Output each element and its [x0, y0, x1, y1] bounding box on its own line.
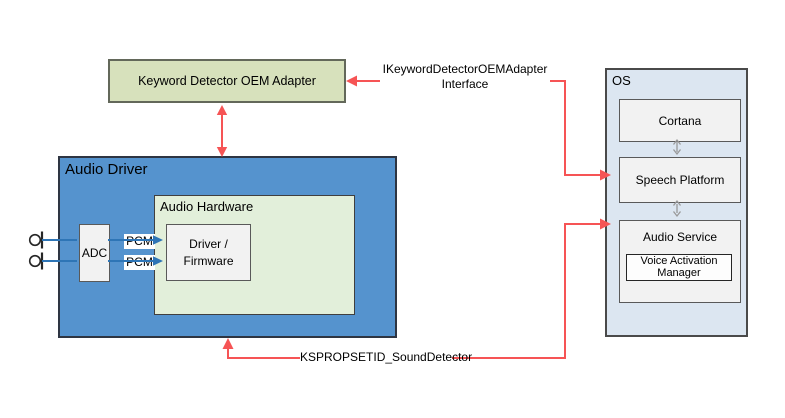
adc-box: ADC: [79, 224, 110, 282]
microphone-icon: [28, 231, 44, 249]
audio-driver-box: Audio Driver ADC Audio Hardware Driver /…: [58, 156, 397, 338]
keyword-detector-oem-adapter-label: Keyword Detector OEM Adapter: [138, 74, 316, 88]
cortana-box: Cortana: [619, 99, 741, 142]
driver-firmware-label: Driver / Firmware: [183, 236, 234, 268]
os-box: OS Cortana Speech Platform Audio Service…: [605, 68, 748, 337]
keyword-detector-oem-adapter-box: Keyword Detector OEM Adapter: [108, 59, 346, 103]
cortana-label: Cortana: [658, 113, 702, 128]
adapter-driver-double-arrow: [216, 105, 228, 157]
audio-service-label: Audio Service: [642, 230, 718, 244]
speech-platform-box: Speech Platform: [619, 157, 741, 203]
audio-hardware-box: Audio Hardware Driver / Firmware: [154, 195, 355, 315]
pcm-label-2: PCM: [124, 255, 155, 270]
voice-activation-manager-label: Voice Activation Manager: [640, 255, 718, 279]
adc-label: ADC: [81, 246, 108, 260]
driver-firmware-box: Driver / Firmware: [166, 224, 251, 281]
pcm-label-1: PCM: [124, 234, 155, 249]
os-title: OS: [612, 73, 631, 88]
ikeyword-interface-label: IKeywordDetectorOEMAdapter Interface: [380, 62, 550, 91]
ikeyword-interface-label-line2: Interface: [441, 76, 489, 91]
voice-activation-manager-box: Voice Activation Manager: [626, 254, 732, 281]
audio-hardware-title: Audio Hardware: [160, 199, 254, 214]
ksprop-sounddetector-label: KSPROPSETID_SoundDetector: [300, 350, 473, 364]
audio-service-box: Audio Service Voice Activation Manager: [619, 220, 741, 303]
ikeyword-interface-label-line1: IKeywordDetectorOEMAdapter: [382, 62, 548, 76]
speech-platform-label: Speech Platform: [635, 173, 725, 187]
audio-driver-title: Audio Driver: [65, 161, 148, 178]
microphone-icon: [28, 252, 44, 270]
